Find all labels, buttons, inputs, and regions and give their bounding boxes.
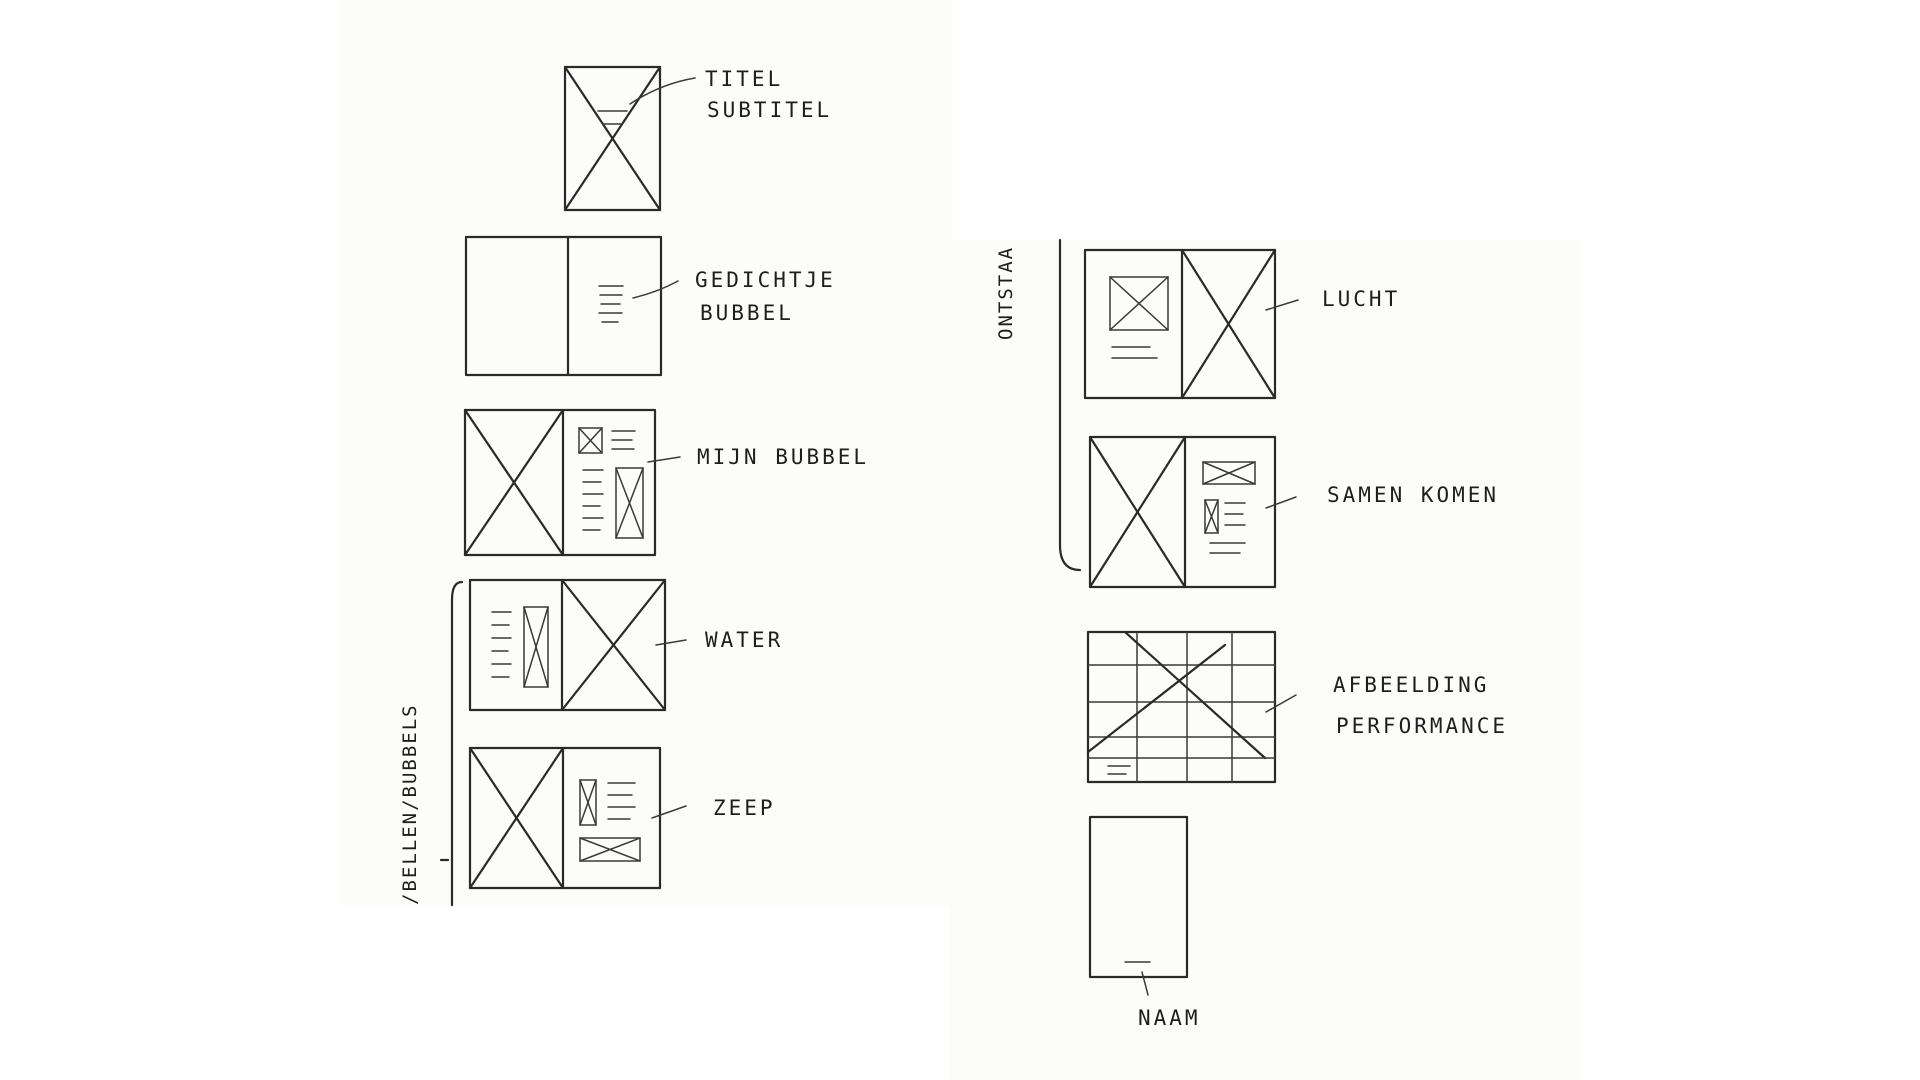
wireframe-zeep-spread [468, 746, 687, 890]
label-section-left: /BELLEN/BUBBELS [399, 703, 421, 905]
wireframe-water-spread [468, 578, 687, 712]
wireframe-gedichtje-spread [464, 235, 679, 377]
wireframe-title-page [563, 65, 696, 212]
wireframe-naam-page [1088, 815, 1189, 996]
label-afbeelding: AFBEELDING [1333, 673, 1489, 697]
label-subtitel: SUBTITEL [707, 98, 832, 122]
wireframe-lucht-spread [1083, 248, 1299, 400]
label-performance: PERFORMANCE [1336, 714, 1508, 738]
wireframe-mijn-bubbel-spread [463, 408, 681, 557]
label-lucht: LUCHT [1322, 287, 1400, 311]
paper-sheet-left [340, 0, 952, 905]
label-bubbel: BUBBEL [700, 301, 794, 325]
wireframe-afbeelding-grid [1086, 630, 1297, 784]
section-bracket-left [450, 580, 464, 907]
section-bracket-right [1058, 238, 1082, 572]
label-gedichtje: GEDICHTJE [695, 268, 836, 292]
label-section-right: ONTSTAA [995, 246, 1017, 340]
label-water: WATER [705, 628, 783, 652]
wireframe-samen-komen-spread [1088, 435, 1297, 589]
label-samen-komen: SAMEN KOMEN [1327, 483, 1499, 507]
label-naam: NAAM [1138, 1006, 1201, 1030]
paper-sheet-right [950, 240, 1580, 1080]
label-mijn-bubbel: MIJN BUBBEL [697, 445, 869, 469]
label-zeep: ZEEP [713, 796, 776, 820]
label-titel: TITEL [705, 67, 783, 91]
